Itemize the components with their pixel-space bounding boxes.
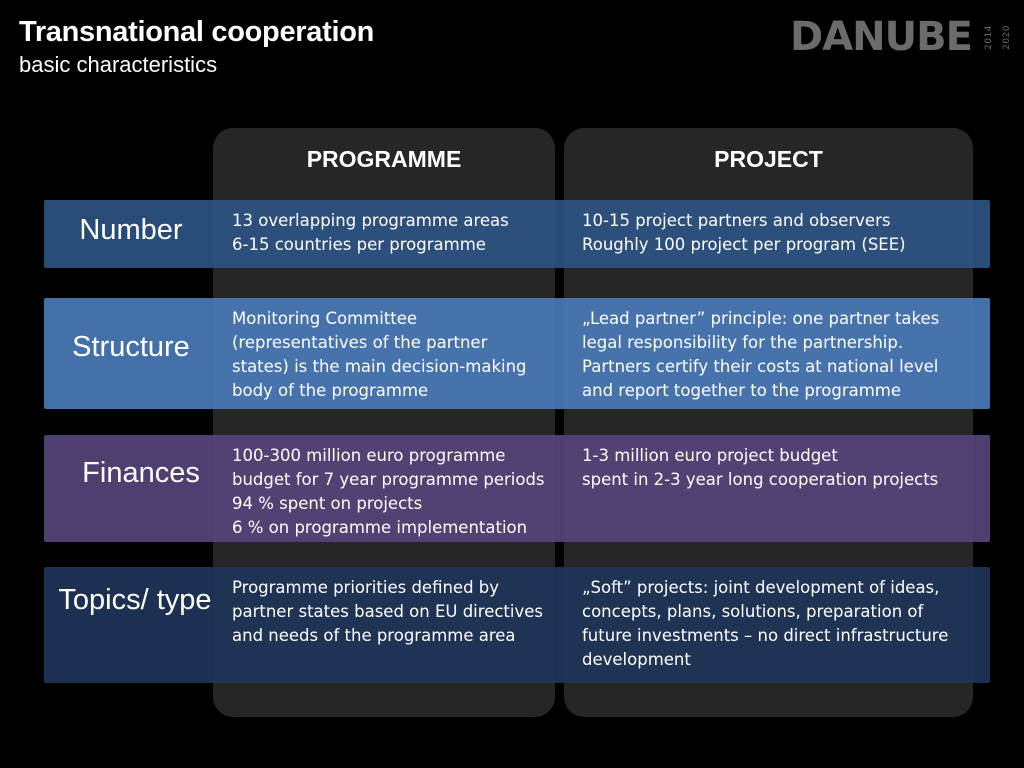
cell-line: concepts, plans, solutions, preparation … xyxy=(582,602,924,621)
row-label-line: Structure xyxy=(72,331,190,363)
cell-line: and needs of the programme area xyxy=(232,626,516,645)
row-label-finances: Finances xyxy=(54,453,228,493)
programme-cell-structure: Monitoring Committee (representatives of… xyxy=(232,307,547,403)
project-cell-topics: „Soft” projects: joint development of id… xyxy=(582,576,977,672)
cell-line: 100-300 million euro programme xyxy=(232,446,506,465)
slide-subtitle: basic characteristics xyxy=(19,52,218,77)
programme-cell-topics: Programme priorities defined by partner … xyxy=(232,576,547,648)
project-cell-structure: „Lead partner” principle: one partner ta… xyxy=(582,307,977,403)
project-cell-finances: 1-3 million euro project budget spent in… xyxy=(582,444,977,492)
cell-line: 6-15 countries per programme xyxy=(232,235,486,254)
row-label-topics: Topics/ type xyxy=(48,580,222,620)
cell-line: spent in 2-3 year long cooperation proje… xyxy=(582,470,939,489)
cell-line: Monitoring Committee xyxy=(232,309,418,328)
programme-column-header: PROGRAMME xyxy=(306,146,462,172)
cell-line: „Soft” projects: joint development of id… xyxy=(582,578,940,597)
cell-line: Roughly 100 project per program (SEE) xyxy=(582,235,906,254)
project-cell-number: 10-15 project partners and observers Rou… xyxy=(582,209,977,257)
row-label-line: Finances xyxy=(82,457,200,489)
row-label-number: Number xyxy=(44,210,218,250)
danube-logo: DANUBE 2014 2020 xyxy=(790,17,1013,57)
slide-title: Transnational cooperation xyxy=(19,16,375,48)
row-label-line: Topics/ xyxy=(58,584,149,616)
row-label-line: type xyxy=(156,584,212,616)
logo-wordmark: DANUBE xyxy=(790,14,973,60)
cell-line: Programme priorities defined by xyxy=(232,578,500,597)
cell-line: future investments – no direct infrastru… xyxy=(582,626,949,645)
cell-line: partner states based on EU directives xyxy=(232,602,543,621)
cell-line: 13 overlapping programme areas xyxy=(232,211,509,230)
cell-line: Partners certify their costs at national… xyxy=(582,357,939,376)
cell-line: legal responsibility for the partnership… xyxy=(582,333,904,352)
cell-line: budget for 7 year programme periods xyxy=(232,470,545,489)
cell-line: and report together to the programme xyxy=(582,381,902,400)
cell-line: (representatives of the partner xyxy=(232,333,488,352)
logo-year-start: 2014 xyxy=(983,24,994,50)
row-label-structure: Structure xyxy=(44,327,218,367)
logo-years: 2014 2020 xyxy=(978,25,1013,50)
cell-line: 10-15 project partners and observers xyxy=(582,211,891,230)
project-column-header: PROJECT xyxy=(714,146,823,172)
cell-line: 94 % spent on projects xyxy=(232,494,423,513)
row-band-number: Number xyxy=(44,200,990,268)
programme-cell-finances: 100-300 million euro programme budget fo… xyxy=(232,444,547,540)
cell-line: body of the programme xyxy=(232,381,429,400)
cell-line: 6 % on programme implementation xyxy=(232,518,528,537)
programme-cell-number: 13 overlapping programme areas 6-15 coun… xyxy=(232,209,547,257)
row-label-line: Number xyxy=(79,214,183,246)
cell-line: development xyxy=(582,650,691,669)
cell-line: 1-3 million euro project budget xyxy=(582,446,838,465)
cell-line: states) is the main decision-making xyxy=(232,357,527,376)
row-band-finances: Finances xyxy=(44,435,990,542)
cell-line: „Lead partner” principle: one partner ta… xyxy=(582,309,940,328)
row-band-topics: Topics/ type xyxy=(44,567,990,683)
row-band-structure: Structure xyxy=(44,298,990,409)
logo-year-end: 2020 xyxy=(1001,24,1012,50)
